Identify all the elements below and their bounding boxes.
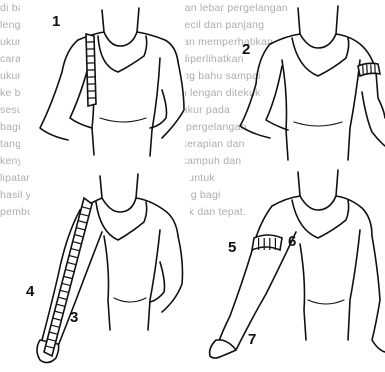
torso-right — [348, 60, 360, 160]
tape-upper-arm-circumference — [358, 63, 380, 76]
neckline — [292, 38, 349, 76]
tape-upper-arm-circumference — [252, 235, 282, 250]
left-shoulder — [270, 34, 300, 44]
torso-right — [348, 230, 360, 340]
panel-1: 1 — [20, 0, 185, 172]
left-arm-outer — [240, 44, 270, 138]
panel-4: 5 6 7 — [210, 170, 385, 358]
left-arm-inner — [236, 232, 296, 350]
label-7: 7 — [248, 331, 256, 348]
neck-outline — [298, 6, 338, 48]
label-3: 3 — [70, 309, 78, 326]
neckline — [292, 200, 349, 238]
torso-left — [282, 60, 288, 160]
right-arm-outer — [372, 236, 385, 352]
left-shoulder — [272, 196, 300, 206]
right-arm-inner — [362, 92, 385, 146]
panel-2: 2 — [240, 6, 385, 160]
torso-left — [300, 244, 306, 340]
waist-line — [294, 122, 342, 126]
label-5: 5 — [228, 239, 236, 256]
hand — [210, 340, 236, 358]
right-shoulder — [336, 196, 372, 236]
label-4: 4 — [26, 283, 35, 300]
waist-line — [308, 300, 344, 304]
label-2: 2 — [242, 41, 250, 58]
label-6: 6 — [288, 233, 296, 250]
left-arm-outer — [218, 206, 272, 344]
right-arm-outer — [360, 44, 385, 118]
label-1: 1 — [52, 13, 60, 30]
panel-3: 4 3 — [26, 172, 190, 372]
neck-outline — [298, 170, 338, 210]
